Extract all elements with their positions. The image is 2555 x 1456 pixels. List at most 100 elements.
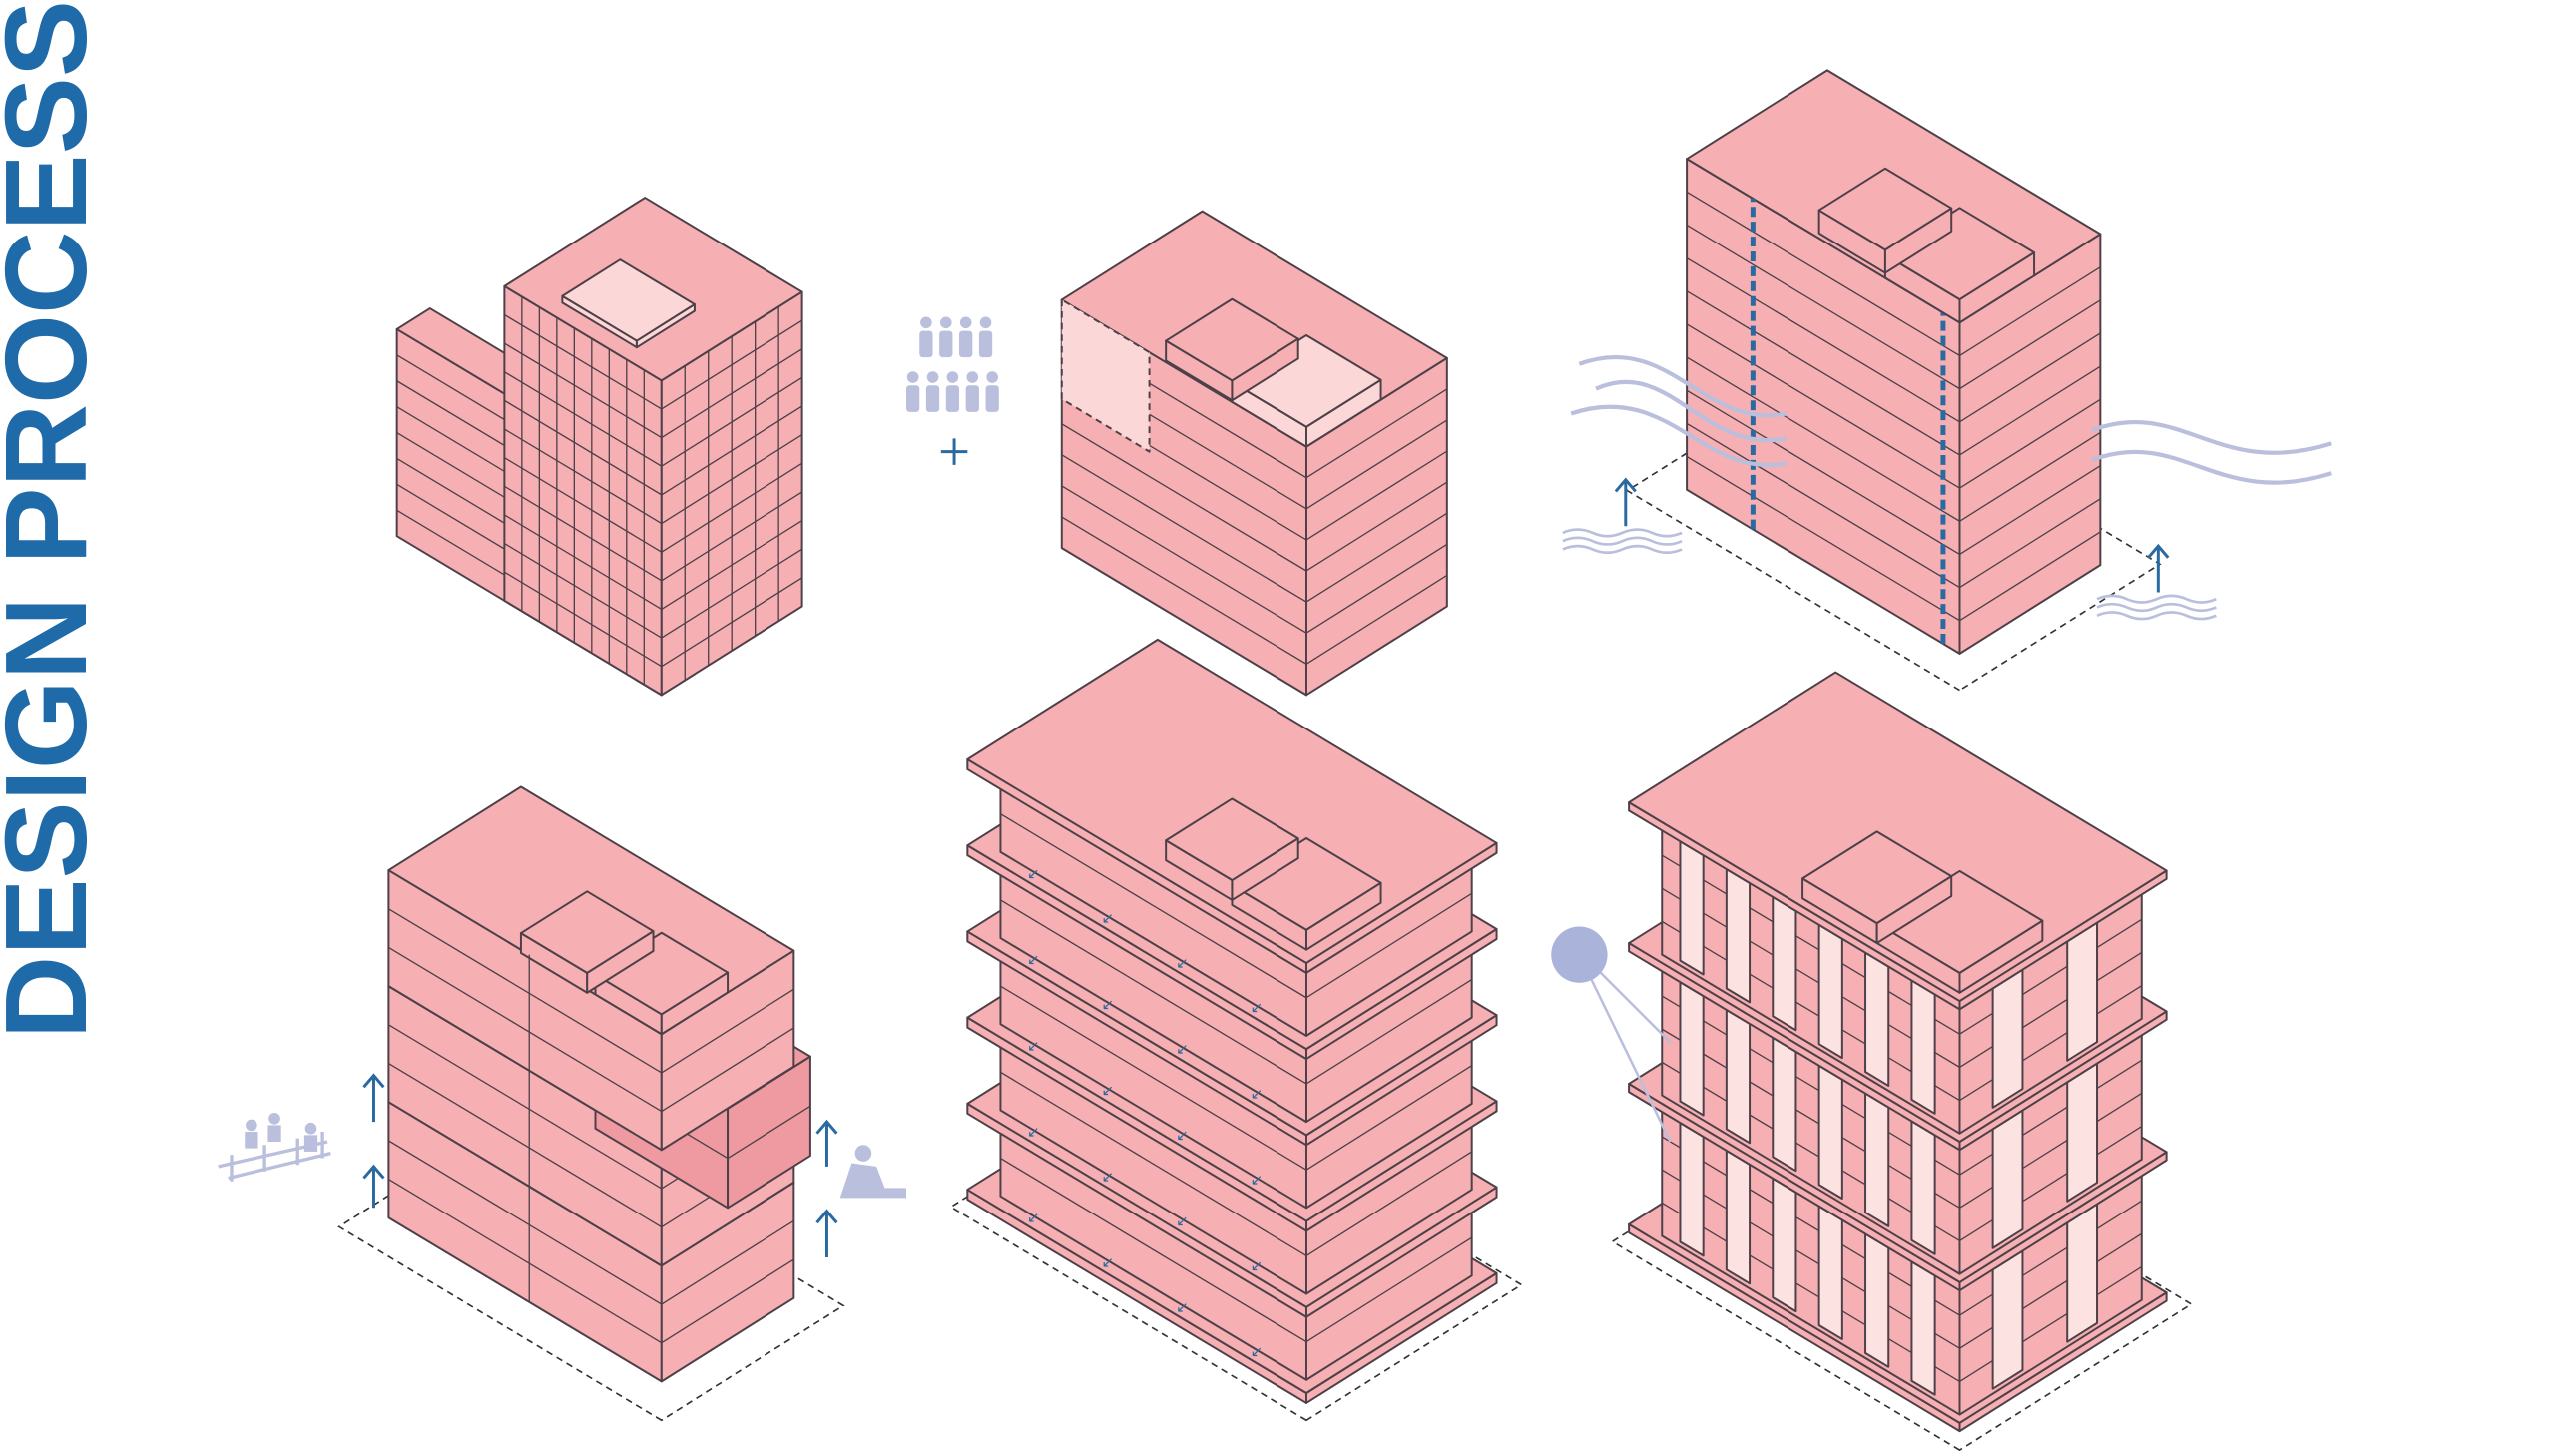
down-arrow-icon: ↙ (1251, 1258, 1263, 1274)
floor-line (661, 491, 802, 582)
floor-line (661, 520, 802, 610)
floor-line (1061, 423, 1307, 572)
solar-panel (1772, 895, 1797, 1032)
down-arrow-icon: ↙ (1176, 1300, 1188, 1316)
wind-icon (1578, 355, 1787, 418)
floor-line (1959, 498, 2101, 589)
person-icon (945, 385, 960, 412)
flood-water-icon (2096, 594, 2217, 604)
floor-line (504, 571, 663, 668)
solar-panel (2066, 1203, 2099, 1343)
floor-line (1305, 892, 1473, 999)
flood-water-icon (1562, 528, 1683, 538)
worker-figure (246, 1119, 257, 1132)
floor-line (1661, 995, 1960, 1176)
floor-line (1000, 985, 1307, 1171)
wind-icon (2091, 449, 2332, 485)
sun-ray (1586, 958, 1672, 1044)
page-title: DESIGN PROCESS (0, 0, 111, 1039)
person-icon (966, 371, 979, 383)
wind-icon (2091, 419, 2332, 455)
up-arrow-icon (362, 1164, 385, 1209)
floor-line (1686, 224, 1960, 390)
floor-line (661, 348, 802, 439)
down-arrow-icon: ↙ (1251, 1087, 1263, 1103)
solar-panel (1725, 1009, 1752, 1145)
down-arrow-icon: ↙ (1027, 1125, 1039, 1141)
floor-line (1959, 985, 2143, 1102)
flood-water-icon (1562, 536, 1683, 546)
solar-panel (1772, 1177, 1797, 1313)
building-roof (1165, 797, 1299, 882)
floor-line (504, 542, 663, 639)
down-arrow-icon: ↙ (1251, 1345, 1263, 1361)
floor-line (388, 1024, 663, 1190)
worker-figure (303, 1135, 318, 1152)
flood-water-icon (2096, 611, 2217, 621)
construction-workers-icon (218, 1132, 331, 1182)
floor-line (1959, 918, 2143, 1035)
floor-line (661, 319, 802, 410)
solar-panel (1991, 1249, 2024, 1390)
floor-line (1686, 257, 1960, 423)
up-arrow-icon (815, 1119, 838, 1167)
up-arrow-icon (2147, 543, 2170, 593)
floor-line (1661, 887, 1960, 1068)
person-icon (946, 371, 959, 383)
diagram-icons (218, 316, 2332, 1258)
floor-line (1061, 485, 1307, 634)
floor-line (1305, 574, 1448, 665)
floor-line (1305, 1065, 1473, 1171)
floor-line (661, 376, 802, 467)
floor-line (1661, 1136, 1960, 1316)
down-arrow-icon: ↙ (1176, 1214, 1188, 1230)
solar-panel (1817, 923, 1843, 1060)
floor-line (388, 908, 663, 1074)
floor-line (1959, 266, 2101, 357)
solar-panel (1772, 1036, 1797, 1173)
person-icon (926, 371, 939, 383)
person-icon (965, 385, 979, 412)
floor-line (1959, 398, 2101, 489)
floor-line (661, 462, 802, 553)
floor-line (1959, 465, 2101, 555)
solar-panel (1991, 968, 2024, 1109)
down-arrow-icon: ↙ (1102, 911, 1114, 927)
floor-line (1959, 1232, 2143, 1349)
floor-line (388, 1062, 663, 1228)
worker-icon (854, 1145, 872, 1162)
site-footprint-dashed (1625, 363, 2162, 692)
up-arrow-icon (815, 1209, 838, 1258)
solar-panel (1910, 979, 1936, 1115)
floor-line (1305, 481, 1448, 572)
floor-line (504, 399, 663, 496)
solar-panel (1725, 1149, 1752, 1285)
person-icon (939, 316, 952, 329)
panel-modular-construction (337, 785, 845, 1422)
floor-line (1959, 365, 2101, 456)
solar-panel (1991, 1109, 2024, 1249)
solar-panel (1679, 981, 1705, 1117)
building-roof (519, 890, 655, 974)
solar-panel (1679, 840, 1705, 976)
floor-line (1686, 356, 1960, 522)
floor-line (504, 485, 663, 582)
person-icon (925, 385, 940, 412)
person-icon (906, 385, 920, 412)
floor-line (661, 434, 802, 525)
added-density-volume (1060, 298, 1151, 453)
up-arrow-icon (1614, 477, 1637, 527)
person-icon (959, 330, 973, 358)
building-roof (561, 258, 696, 342)
solar-panel (2066, 921, 2099, 1062)
building-roof (1883, 207, 2036, 301)
person-icon (920, 316, 932, 329)
building-roof (594, 931, 730, 1016)
solar-panel (1864, 951, 1890, 1087)
solar-panel (1725, 868, 1752, 1004)
floor-line (504, 514, 663, 610)
floor-line (504, 342, 663, 439)
solar-panel (1910, 1120, 1936, 1255)
solar-panel (1864, 1232, 1890, 1368)
